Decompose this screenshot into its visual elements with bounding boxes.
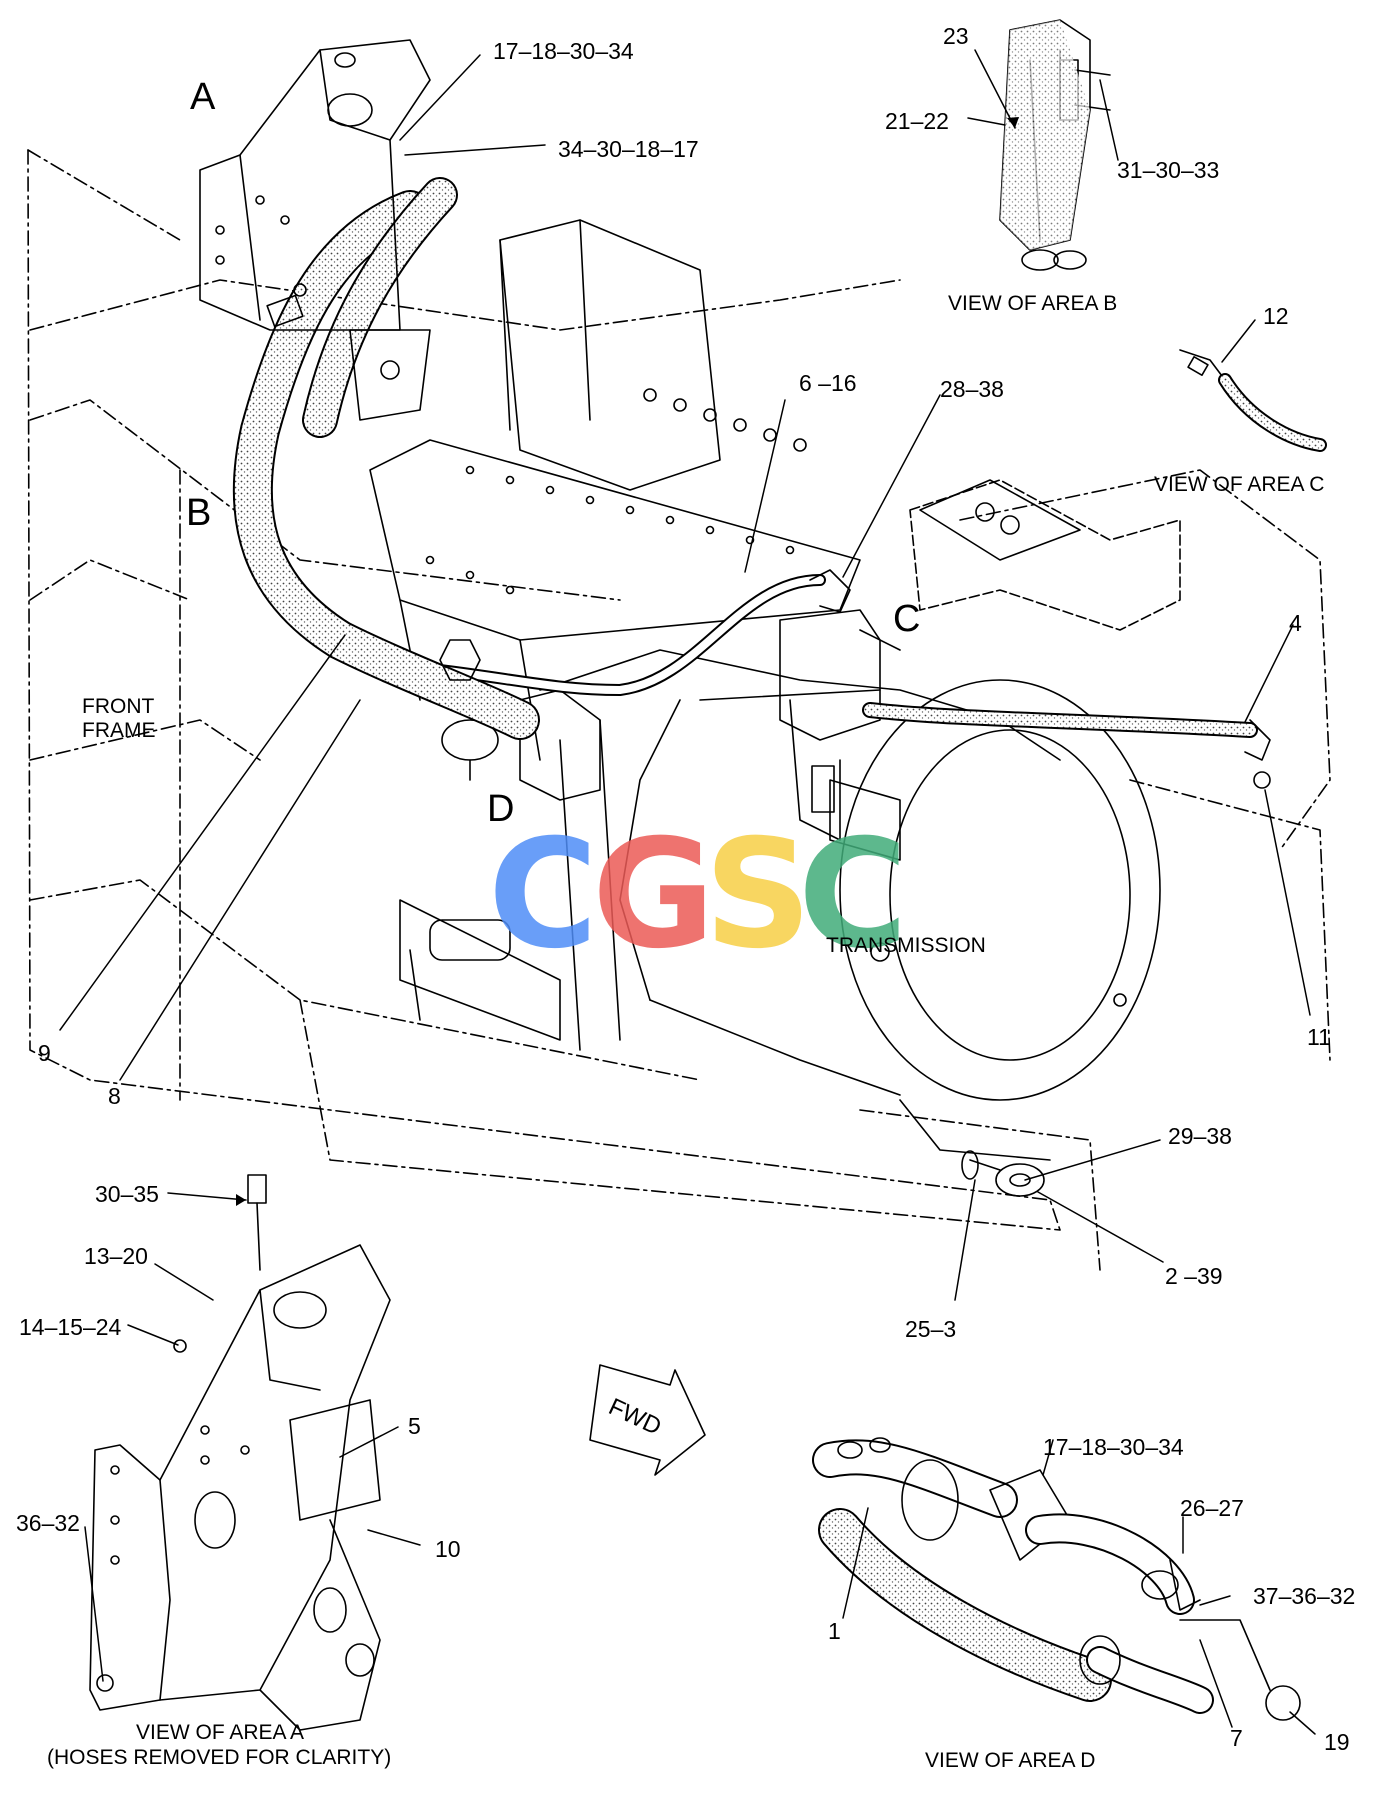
- callout-label: 28–38: [940, 376, 1004, 402]
- caption-area-a-note: (HOSES REMOVED FOR CLARITY): [47, 1746, 392, 1769]
- callout-label: 10: [435, 1536, 461, 1562]
- transmission-label: TRANSMISSION: [826, 934, 986, 957]
- caption-area-b: VIEW OF AREA B: [948, 292, 1118, 315]
- callout-label: 36–32: [16, 1510, 80, 1536]
- inset-area-d: [812, 1437, 1301, 1721]
- callout-label: 17–18–30–34: [493, 38, 634, 64]
- frame-plate: [909, 479, 1181, 631]
- clamp-b: [266, 294, 304, 328]
- bracket-area-a: [199, 39, 431, 421]
- inset-area-c: [1179, 349, 1327, 452]
- area-letter-c: C: [893, 598, 921, 640]
- front-frame-label: FRONT: [82, 695, 155, 718]
- watermark-letter-4: C: [798, 808, 909, 982]
- area-letter-d: D: [487, 788, 515, 830]
- callout-label: 21–22: [885, 108, 949, 134]
- front-frame-outline: [27, 149, 1331, 1271]
- callout-label: 2 –39: [1165, 1263, 1223, 1289]
- callout-label: 26–27: [1180, 1495, 1244, 1521]
- callout-label: 29–38: [1168, 1123, 1232, 1149]
- leader-lines: [59, 49, 1316, 1735]
- callout-label: 19: [1324, 1729, 1350, 1755]
- control-valve: [779, 609, 901, 841]
- inset-area-a: [89, 1174, 391, 1731]
- watermark-letter-2: G: [592, 808, 716, 982]
- callout-label: 23: [943, 23, 969, 49]
- callout-label: 5: [408, 1413, 421, 1439]
- callout-label: 14–15–24: [19, 1314, 122, 1340]
- caption-area-a: VIEW OF AREA A: [136, 1721, 305, 1744]
- caption-area-d: VIEW OF AREA D: [925, 1749, 1096, 1772]
- callout-label: 6 –16: [799, 370, 857, 396]
- watermark-letter-3: S: [704, 808, 813, 982]
- callout-label: 11: [1307, 1024, 1331, 1050]
- bolt-row: [425, 388, 807, 595]
- callout-label: 8: [108, 1083, 121, 1109]
- transmission-housing: [399, 649, 1161, 1161]
- callout-label: 34–30–18–17: [558, 136, 699, 162]
- frame-plate-top: [919, 479, 1081, 561]
- area-letter-a: A: [190, 76, 216, 118]
- cooler-core: [369, 219, 861, 761]
- fitting-29-38: [961, 1150, 1045, 1197]
- callout-label: 9: [38, 1040, 51, 1066]
- callout-label: 17–18–30–34: [1043, 1434, 1184, 1460]
- callout-label: 31–30–33: [1117, 157, 1220, 183]
- callout-label: 25–3: [905, 1316, 957, 1342]
- front-frame-label: FRAME: [82, 719, 156, 742]
- leader-arrowheads: [236, 117, 1019, 1206]
- callout-label: 1: [828, 1618, 841, 1644]
- callout-label: 37–36–32: [1253, 1583, 1356, 1609]
- callout-label: 12: [1263, 303, 1289, 329]
- callout-label: 4: [1289, 610, 1302, 636]
- area-letter-b: B: [186, 492, 212, 534]
- callout-label: 7: [1230, 1725, 1243, 1751]
- watermark-letter-1: C: [488, 808, 599, 982]
- callout-label: 30–35: [95, 1181, 159, 1207]
- caption-area-c: VIEW OF AREA C: [1154, 473, 1325, 496]
- fwd-arrow: [589, 1364, 706, 1476]
- callout-label: 13–20: [84, 1243, 148, 1269]
